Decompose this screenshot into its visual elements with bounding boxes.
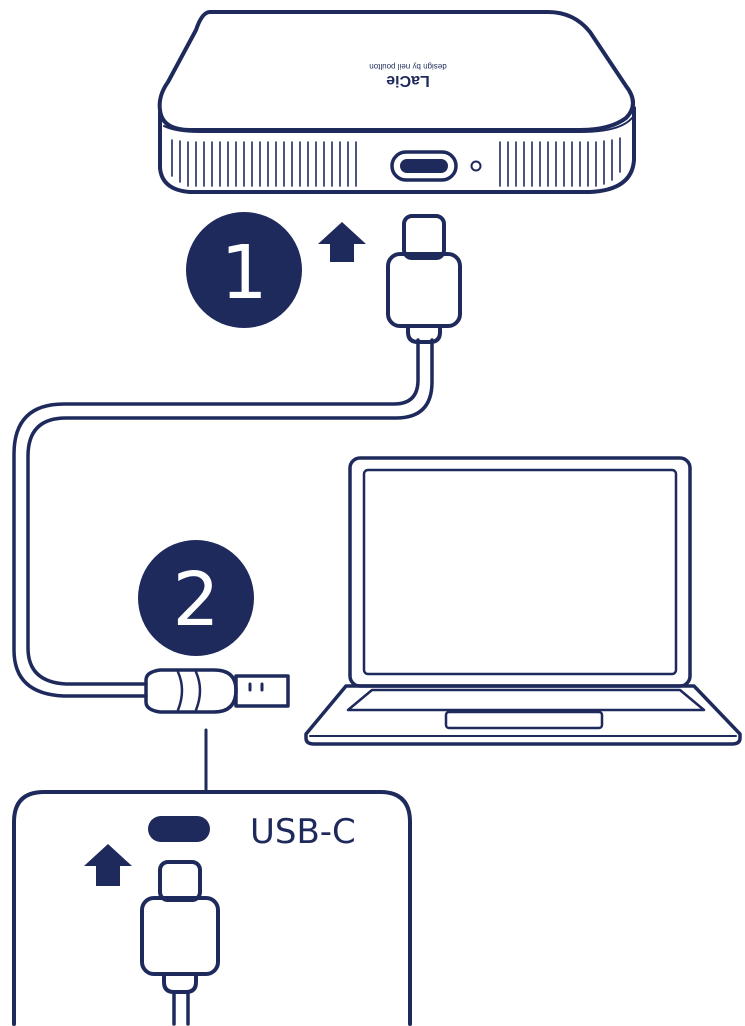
svg-text:design by neil poulton: design by neil poulton xyxy=(369,62,446,71)
laptop xyxy=(304,456,742,746)
usb-c-inset-panel: USB-C xyxy=(12,790,412,1026)
step-1-badge: 1 xyxy=(186,212,302,328)
step-1-number: 1 xyxy=(220,230,267,316)
usb-a-plug xyxy=(144,668,290,714)
drive-logo: LaCie design by neil poulton xyxy=(369,62,446,89)
inset-usb-c-port xyxy=(148,816,210,842)
arrow-up-icon xyxy=(318,222,366,262)
usb-c-label: USB-C xyxy=(250,812,356,852)
step-2-badge: 2 xyxy=(138,540,254,656)
usb-cable xyxy=(12,338,434,698)
external-drive: LaCie design by neil poulton xyxy=(157,10,636,194)
step-2-number: 2 xyxy=(172,557,219,643)
svg-text:LaCie: LaCie xyxy=(386,72,430,89)
drive-usb-c-port xyxy=(390,150,458,182)
drive-grille-left xyxy=(171,139,357,187)
drive-grille-right xyxy=(499,137,621,187)
drive-led-icon xyxy=(470,160,482,172)
usb-c-plug-top xyxy=(386,214,462,344)
inset-arrow-up-icon xyxy=(84,844,132,886)
